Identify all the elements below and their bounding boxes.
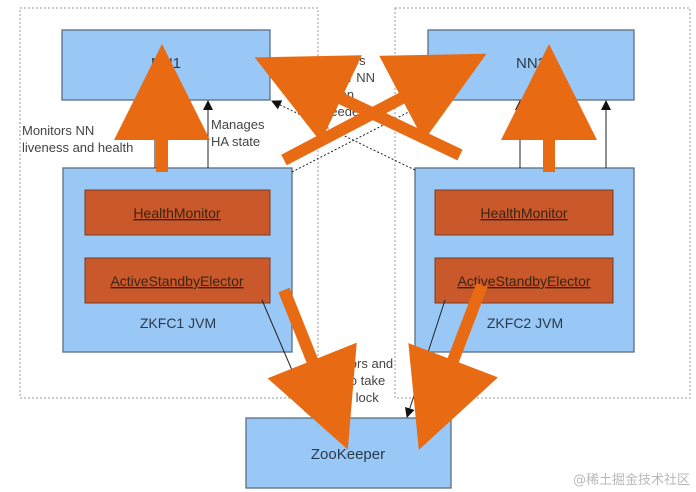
zkfc2-health-monitor — [434, 189, 614, 236]
zkfc2-jvm: HealthMonitor ActiveStandbyElector ZKFC2… — [414, 167, 635, 353]
orange-overlay-arrows — [114, 44, 597, 450]
zkfc1-health-monitor-label: HealthMonitor — [133, 205, 220, 221]
zkfc1-health-monitor — [84, 189, 271, 236]
fences-label-1: Fences — [323, 53, 366, 68]
nn1-node: NN1 — [61, 29, 271, 101]
nn1-label: NN1 — [151, 55, 181, 72]
zkfc2-health-monitor-label: HealthMonitor — [480, 205, 567, 221]
zkfc2-active-standby-elector — [434, 257, 614, 304]
monitors-nn-label-2: liveness and health — [22, 140, 133, 155]
nn2-label: NN2 — [516, 55, 546, 72]
fence-nn2-arrow — [281, 53, 487, 166]
fences-label-2: other NN — [323, 70, 375, 85]
zookeeper-label: ZooKeeper — [311, 446, 385, 463]
zkfc1-active-standby-elector — [84, 257, 271, 304]
host2-container — [394, 7, 691, 399]
zkfc1-elector-label: ActiveStandbyElector — [110, 273, 243, 289]
host1-container — [19, 7, 319, 399]
manages-ha-label-2: HA state — [211, 134, 260, 149]
monitors-lock-label-1: Monitors and — [318, 356, 393, 371]
watermark: @稀土掘金技术社区 — [573, 472, 690, 488]
zkfc1-to-zk-arrow — [267, 287, 357, 450]
monitors-nn-label-1: Monitors NN — [22, 123, 94, 138]
zkfc2-jvm-label: ZKFC2 JVM — [487, 315, 563, 331]
zkfc2-to-zk-arrow — [408, 282, 499, 450]
manages-ha-label-1: Manages — [211, 117, 265, 132]
zookeeper-node: ZooKeeper — [245, 417, 452, 489]
zkfc1-jvm-label: ZKFC1 JVM — [140, 315, 216, 331]
zkfc2-elector-label: ActiveStandbyElector — [457, 273, 590, 289]
nn2-node: NN2 — [427, 29, 635, 101]
zkfc1-jvm: HealthMonitor ActiveStandbyElector ZKFC1… — [62, 167, 293, 353]
